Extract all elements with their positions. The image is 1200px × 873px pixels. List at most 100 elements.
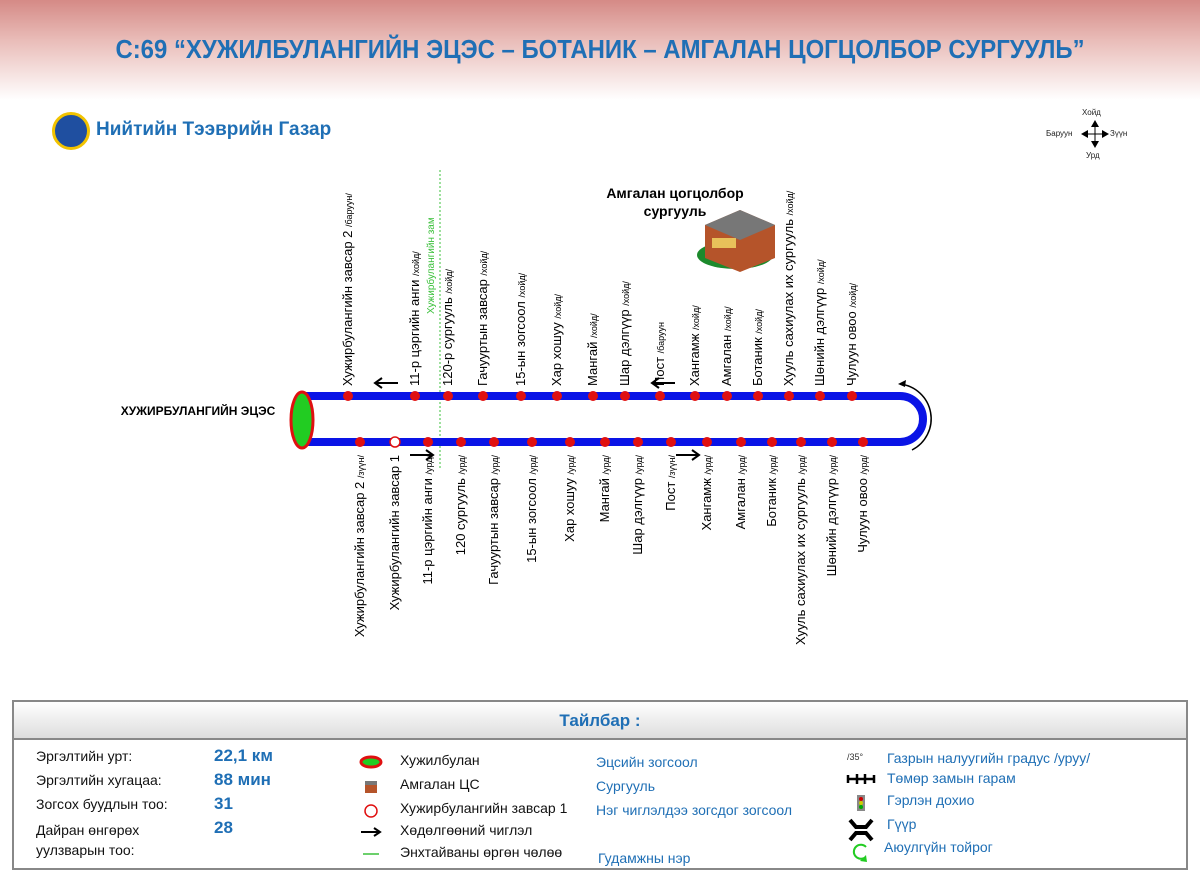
stop-label: 15-ын зогсоол /хойд/ [513,273,530,386]
traffic-light-icon [846,794,876,815]
stop-name: Хужирбулангийн завсар 2 [340,226,355,386]
stop-label: 120 сургууль /урд/ [453,455,470,715]
stop-marker[interactable] [767,437,777,447]
stop-name: Чулуун овоо [855,474,870,553]
stop-name: Амгалан [733,474,748,530]
stop-direction: /хойд/ [517,272,527,298]
stop-name: Хангамж [699,474,714,531]
stop-name: 15-ын зогсоол [513,297,528,386]
stop-marker[interactable] [858,437,868,447]
stat-value: 28 [214,818,233,837]
stop-name: Шар дэлгүүр [617,305,632,386]
legend-symbol-description: Гудамжны нэр [598,850,691,866]
stop-name: Мангай [585,338,600,386]
terminal-icon [289,390,315,450]
stop-marker[interactable] [666,437,676,447]
stop-direction: /хойд/ [411,251,421,276]
stop-name: 11-р цэргийн анги [407,275,422,386]
stop-marker[interactable] [423,437,433,447]
stop-direction: /хойд/ [754,309,764,334]
stop-name: Ботаник [764,474,779,527]
legend-symbol-label: Хөдөлгөөний чиглэл [400,822,533,838]
legend-symbol-description: Нэг чиглэлдээ зогсдог зогсоол [596,802,793,818]
stop-direction: /урд/ [601,455,611,475]
legend-symbol-label: Хужирбулангийн завсар 1 [400,800,568,816]
compass-arrows-icon [1081,120,1109,148]
stop-label: Пост /баруун [652,322,669,386]
stop-direction: /урд/ [457,455,467,475]
stop-marker[interactable] [443,391,453,401]
page-title: С:69 “ХУЖИЛБУЛАНГИЙН ЭЦЭС – БОТАНИК – АМ… [115,34,1085,64]
stop-label: 15-ын зогсоол /урд/ [524,455,541,715]
stop-label: 11-р цэргийн анги /урд/ [420,455,437,715]
stop-direction: /хойд/ [691,305,701,330]
stop-marker[interactable] [478,391,488,401]
stop-marker[interactable] [784,391,794,401]
stop-label: Хангамж /урд/ [699,455,716,715]
stop-direction: /хойд/ [848,282,858,308]
stop-marker[interactable] [827,437,837,447]
stop-label: Ботаник /хойд/ [750,309,767,386]
legend-symbol-label: Энхтайваны өргөн чөлөө [400,844,563,860]
stop-marker[interactable] [753,391,763,401]
stop-marker[interactable] [655,391,665,401]
stop-marker[interactable] [516,391,526,401]
one-direction-stop-marker[interactable] [389,436,401,448]
stop-name: Хар хошуу [549,318,564,386]
stop-label: Хууль сахиулах их сургууль /урд/ [793,455,810,715]
school-icon [359,779,383,798]
stop-marker[interactable] [796,437,806,447]
stop-direction: /урд/ [424,455,434,475]
slope-grade-icon: /35° [847,752,864,762]
stop-marker[interactable] [527,437,537,447]
stop-marker[interactable] [588,391,598,401]
terminal-label: ХУЖИРБУЛАНГИЙН ЭЦЭС [120,404,276,418]
compass-west: Баруун [1046,129,1073,138]
stop-marker[interactable] [552,391,562,401]
stop-marker[interactable] [736,437,746,447]
stop-marker[interactable] [620,391,630,401]
stop-direction: /хойд/ [589,313,599,339]
stop-direction: /урд/ [737,455,747,475]
stop-marker[interactable] [489,437,499,447]
stop-marker[interactable] [456,437,466,447]
terminal-icon [359,755,383,772]
school-label: Амгалан цогцолбор сургууль [606,185,744,219]
stop-marker[interactable] [343,391,353,401]
stop-marker[interactable] [410,391,420,401]
direction-arrow-icon [650,377,675,389]
stop-marker[interactable] [600,437,610,447]
stat-value: 88 мин [214,770,271,789]
stop-marker[interactable] [702,437,712,447]
street-name-label: Хужирбулангийн зам [426,217,437,314]
stop-name: Амгалан [719,331,734,386]
stop-name: Шар дэлгүүр [630,474,645,555]
stop-marker[interactable] [633,437,643,447]
stop-marker[interactable] [565,437,575,447]
stop-direction: /хойд/ [444,268,454,294]
stop-name: 120-р сургууль [440,293,455,386]
stop-marker[interactable] [815,391,825,401]
stop-marker[interactable] [355,437,365,447]
stat-label: Дайран өнгөрөх уулзварын тоо: [36,822,140,858]
stop-direction: /баруун [656,322,666,354]
stop-direction: /урд/ [634,455,644,475]
stop-direction: /урд/ [566,455,576,475]
stop-direction: /урд/ [490,455,500,475]
stop-label: Амгалан /урд/ [733,455,750,715]
stop-name: Ботаник [750,333,765,386]
stop-name: Хужирбулангийн завсар 1 [387,455,402,611]
legend-other-label: Аюулгүйн тойрог [884,839,993,855]
stop-direction: /урд/ [703,455,713,475]
street-line-icon [359,847,383,863]
stat-label: Зогсох буудлын тоо: [36,796,168,812]
stop-marker[interactable] [690,391,700,401]
stop-name: Гачууртын завсар [475,275,490,386]
stop-name: Хууль сахиулах их сургууль [793,474,808,646]
stop-marker[interactable] [722,391,732,401]
stop-direction: /урд/ [797,455,807,475]
stop-label: Хар хошуу /хойд/ [549,294,566,386]
stop-marker[interactable] [847,391,857,401]
stop-name: Мангай [597,474,612,523]
